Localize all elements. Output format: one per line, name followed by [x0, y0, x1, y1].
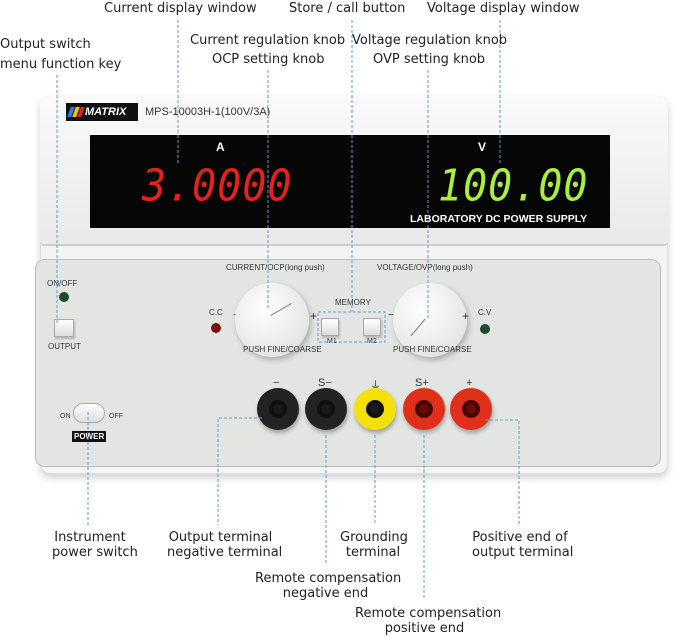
- on-off-label: ON/OFF: [47, 279, 78, 288]
- callout-voltage-knob-1: Voltage regulation knob: [352, 33, 508, 48]
- brand-name: MATRIX: [85, 106, 127, 118]
- current-readout: 3.0000: [142, 160, 293, 212]
- current-push-label: PUSH FINE/COARSE: [243, 345, 322, 354]
- on-off-led: [59, 292, 69, 302]
- callout-voltage-display: Voltage display window: [427, 1, 580, 16]
- voltage-push-label: PUSH FINE/COARSE: [393, 345, 472, 354]
- callout-current-display: Current display window: [104, 1, 257, 16]
- negative-terminal[interactable]: [257, 388, 299, 430]
- callout-current-knob-1: Current regulation knob: [190, 33, 346, 48]
- callout-grounding-1: Grounding: [340, 530, 408, 545]
- callout-power-1: Instrument: [54, 530, 126, 545]
- output-label: OUTPUT: [48, 342, 81, 351]
- display-window: A 3.0000 V 100.00 LABORATORY DC POWER SU…: [90, 135, 610, 228]
- power-on-label: ON: [60, 413, 71, 420]
- power-off-label: OFF: [109, 413, 123, 420]
- callout-power-2: power switch: [52, 545, 138, 560]
- cv-led: [480, 324, 490, 334]
- voltage-knob[interactable]: [393, 283, 467, 357]
- output-button[interactable]: [54, 319, 74, 337]
- callout-output-neg-2: negative terminal: [167, 545, 283, 560]
- current-knob-label: CURRENT/OCP(long push): [226, 263, 325, 272]
- callout-current-knob-2: OCP setting knob: [212, 52, 325, 67]
- power-switch[interactable]: [73, 403, 105, 423]
- terminal-label-ground: ⏚: [370, 380, 381, 392]
- callout-remote-neg-2: negative end: [282, 586, 369, 601]
- cc-led: [211, 323, 221, 333]
- callout-grounding-2: terminal: [345, 545, 401, 560]
- voltage-knob-label: VOLTAGE/OVP(long push): [377, 263, 473, 272]
- callout-store-call: Store / call button: [289, 1, 406, 16]
- m2-button[interactable]: [363, 318, 381, 336]
- remote-negative-terminal[interactable]: [305, 388, 347, 430]
- voltage-minus: −: [388, 309, 395, 321]
- terminal-label-sneg: S−: [318, 377, 332, 389]
- control-panel: [35, 259, 661, 467]
- callout-positive-2: output terminal: [472, 545, 574, 560]
- tagline: LABORATORY DC POWER SUPPLY: [410, 213, 588, 225]
- power-label: POWER: [72, 431, 107, 442]
- callout-output-switch-2: menu function key: [0, 57, 122, 72]
- callout-remote-pos-1: Remote compensation: [355, 606, 502, 621]
- positive-terminal[interactable]: [450, 388, 492, 430]
- current-knob[interactable]: [235, 283, 309, 357]
- terminal-label-spos: S+: [415, 377, 429, 389]
- remote-positive-terminal[interactable]: [403, 388, 445, 430]
- callout-positive-1: Positive end of: [472, 530, 568, 545]
- callout-remote-pos-2: positive end: [384, 621, 465, 636]
- voltage-readout: 100.00: [438, 160, 589, 212]
- callout-output-neg-1: Output terminal: [168, 530, 273, 545]
- voltage-plus: +: [462, 309, 470, 323]
- callout-voltage-knob-2: OVP setting knob: [373, 52, 486, 67]
- current-unit: A: [216, 140, 225, 154]
- callout-remote-neg-1: Remote compensation: [255, 571, 402, 586]
- current-plus: +: [310, 309, 318, 323]
- cc-label: C.C: [209, 308, 223, 317]
- voltage-unit: V: [478, 140, 487, 154]
- callout-output-switch-1: Output switch: [0, 37, 91, 52]
- terminal-label-pos: +: [466, 377, 473, 389]
- brand-logo: MATRIX: [66, 103, 138, 121]
- memory-label: MEMORY: [335, 298, 371, 307]
- model-label: MPS-10003H-1(100V/3A): [145, 106, 271, 118]
- ground-terminal[interactable]: [354, 388, 396, 430]
- m1-button[interactable]: [321, 318, 339, 336]
- cv-label: C.V: [478, 308, 492, 317]
- terminal-label-neg: −: [273, 377, 280, 389]
